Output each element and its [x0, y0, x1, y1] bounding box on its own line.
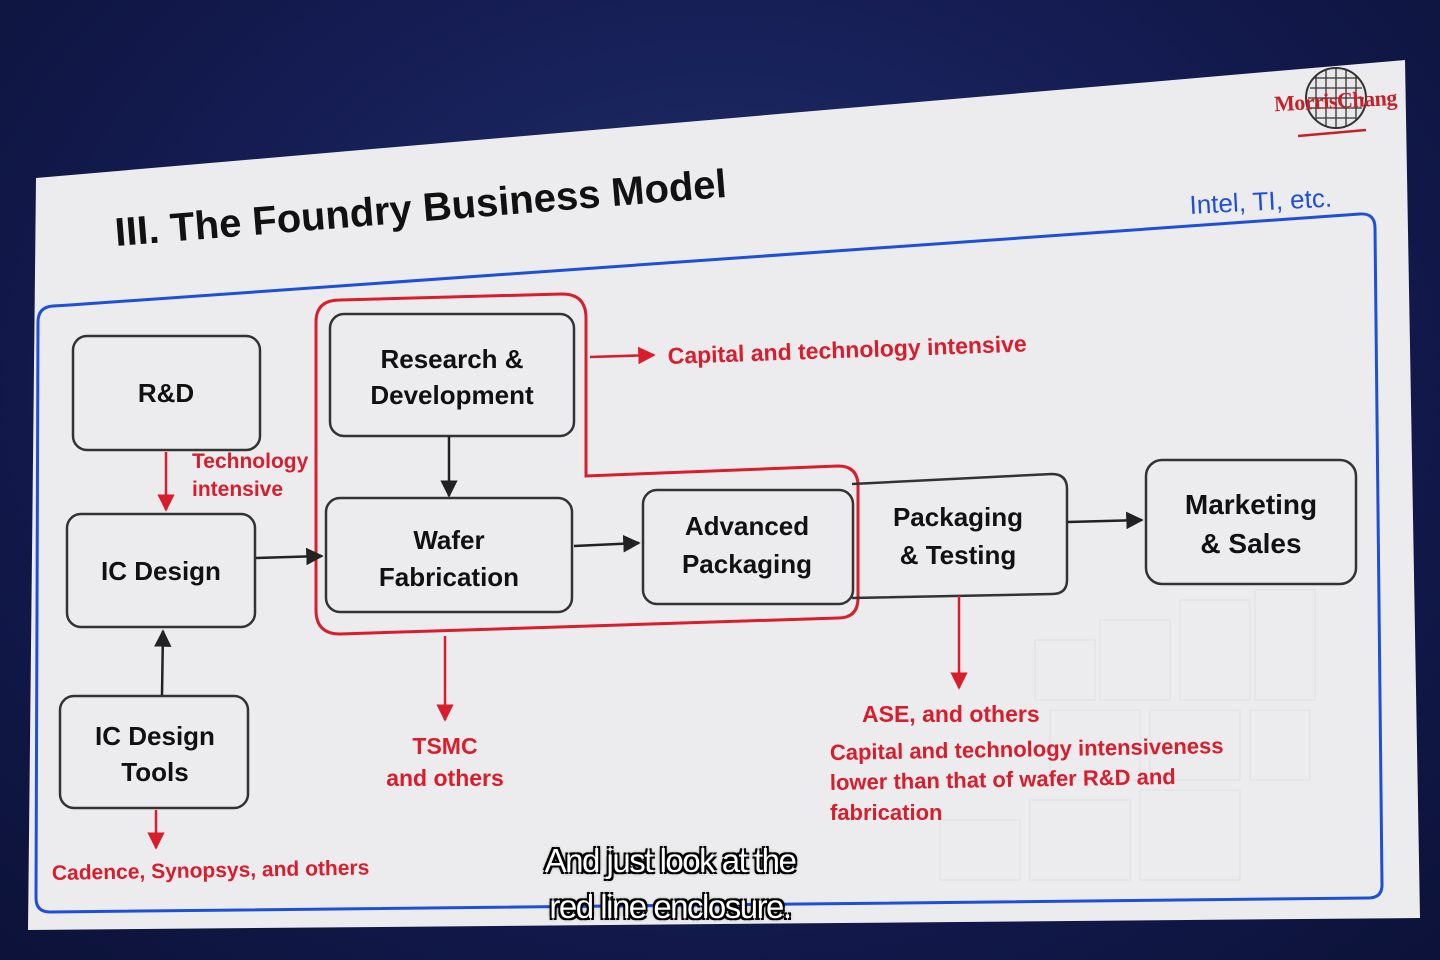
tools-vendors-label: Cadence, Synopsys, and others: [52, 856, 370, 885]
packaging-testing-label-2: & Testing: [900, 540, 1017, 570]
arrow-pkg-to-marketing: [1067, 511, 1144, 530]
packaging-testing-box: [851, 472, 1069, 600]
advanced-packaging-box: [641, 488, 855, 606]
blue-enclosure: [34, 212, 1384, 914]
wafer-fab-label-1: Wafer: [413, 525, 484, 555]
arrow-wafer-to-advpkg: [573, 534, 641, 553]
arrow-ic-to-wafer: [255, 547, 324, 566]
morris-chang-logo-icon: [1297, 67, 1367, 138]
ase-note-2: lower than that of wafer R&D and: [830, 764, 1176, 795]
marketing-sales-box: [1144, 458, 1358, 586]
ase-label: ASE, and others: [862, 701, 1040, 727]
tsmc-others-label: and others: [386, 765, 504, 791]
ic-design-label: IC Design: [101, 556, 221, 586]
intel-ti-label: Intel, TI, etc.: [1189, 183, 1333, 220]
ic-design-tools-label-2: Tools: [121, 757, 188, 787]
wafer-fab-label-2: Fabrication: [379, 562, 519, 592]
advanced-packaging-label-2: Packaging: [682, 549, 812, 579]
arrow-tools-to-ic: [154, 629, 172, 696]
research-dev-label-1: Research &: [380, 344, 523, 374]
wafer-fab-box: [324, 496, 574, 614]
ic-design-tools-box: [58, 694, 250, 810]
subtitle-line-2: red line enclosure.: [549, 888, 792, 925]
rd-label: R&D: [138, 378, 194, 408]
packaging-testing-label-1: Packaging: [893, 502, 1023, 532]
tsmc-label: TSMC: [412, 733, 477, 759]
marketing-sales-label-2: & Sales: [1200, 528, 1301, 559]
research-dev-label-2: Development: [370, 380, 534, 410]
logo-text: MorrisChang: [1273, 84, 1398, 117]
marketing-sales-label-1: Marketing: [1185, 489, 1317, 520]
red-enclosure: [314, 292, 860, 636]
circuit-texture: [939, 589, 1316, 881]
ase-note-3: fabrication: [830, 800, 942, 825]
subtitle-line-1: And just look at the: [544, 842, 797, 879]
slide-surface: [28, 60, 1420, 930]
research-dev-box: [328, 312, 576, 438]
technology-intensive-2: intensive: [192, 478, 283, 501]
logo: MorrisChang: [1268, 70, 1398, 140]
ic-design-tools-label-1: IC Design: [95, 721, 215, 751]
technology-intensive-1: Technology: [192, 450, 309, 473]
video-subtitle: And just look at the red line enclosure.: [470, 838, 870, 930]
ic-design-box: [65, 512, 257, 629]
advanced-packaging-label-1: Advanced: [685, 511, 809, 541]
rd-box: [71, 334, 262, 452]
arrow-capital-red: [589, 346, 656, 365]
